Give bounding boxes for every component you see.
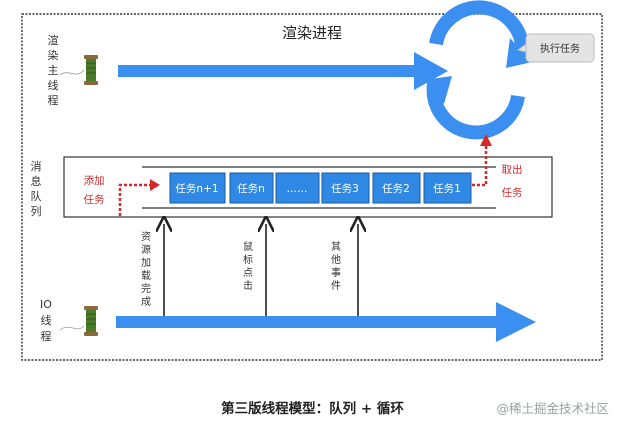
task-label: 任务n — [237, 182, 265, 195]
thread-spool-icon — [59, 306, 98, 336]
svg-text:队: 队 — [31, 189, 42, 203]
svg-text:IO: IO — [40, 298, 52, 311]
svg-text:击: 击 — [243, 280, 253, 292]
event-loop-icon — [424, 0, 532, 140]
thread-spool-icon — [59, 55, 98, 85]
svg-text:渲: 渲 — [48, 33, 59, 47]
svg-text:线: 线 — [48, 78, 59, 92]
svg-text:其: 其 — [331, 241, 341, 253]
event-label-resource-loaded: 资 源 加 载 完 成 — [141, 231, 151, 308]
watermark-text: @稀土掘金技术社区 — [496, 401, 609, 416]
task-box — [321, 172, 370, 204]
svg-text:染: 染 — [48, 48, 59, 62]
task-label: 任务2 — [382, 182, 410, 195]
figure-caption: 第三版线程模型：队列 + 循环 — [221, 401, 404, 417]
svg-text:主: 主 — [48, 64, 59, 77]
svg-text:消: 消 — [31, 159, 42, 173]
svg-text:程: 程 — [48, 94, 59, 107]
svg-text:加: 加 — [141, 257, 151, 269]
svg-text:列: 列 — [31, 204, 42, 218]
task-box — [372, 172, 421, 204]
svg-text:取出: 取出 — [502, 163, 523, 176]
svg-text:事: 事 — [331, 266, 341, 279]
svg-text:程: 程 — [41, 330, 52, 343]
event-label-mouse-click: 鼠 标 点 击 — [243, 240, 253, 292]
io-thread-label: IO 线 程 — [40, 298, 52, 343]
svg-text:件: 件 — [331, 280, 341, 292]
add-task-arrow — [118, 179, 160, 216]
execute-task-callout: 执行任务 — [516, 33, 595, 63]
add-task-label: 添加 任务 — [84, 174, 105, 206]
task-list: 任务n+1 任务n …… 任务3 任务2 任务1 — [169, 172, 472, 204]
task-box — [229, 172, 274, 204]
svg-text:添加: 添加 — [84, 174, 105, 187]
svg-text:息: 息 — [31, 174, 42, 188]
event-label-other-events: 其 他 事 件 — [331, 241, 341, 292]
message-queue-label: 消 息 队 列 — [31, 159, 42, 218]
task-label: 任务1 — [433, 182, 461, 195]
task-box — [423, 172, 472, 204]
render-process-title: 渲染进程 — [282, 24, 342, 42]
task-box — [169, 172, 226, 204]
svg-text:他: 他 — [331, 253, 341, 266]
io-thread-arrow — [116, 302, 536, 342]
svg-text:资: 资 — [141, 231, 151, 243]
svg-text:线: 线 — [41, 313, 52, 327]
message-queue-box — [63, 156, 553, 218]
execute-task-label: 执行任务 — [540, 42, 580, 55]
svg-text:完: 完 — [141, 282, 151, 295]
outer-frame — [21, 13, 603, 361]
task-box — [275, 172, 320, 204]
task-label: 任务3 — [331, 182, 359, 195]
svg-text:点: 点 — [243, 267, 253, 279]
main-thread-arrow — [118, 52, 448, 90]
svg-text:载: 载 — [141, 270, 151, 282]
task-label: …… — [287, 183, 308, 195]
take-out-label: 取出 任务 — [502, 163, 523, 199]
task-label: 任务n+1 — [175, 182, 218, 195]
render-main-thread-label: 渲 染 主 线 程 — [48, 33, 59, 107]
svg-text:成: 成 — [141, 296, 151, 308]
take-out-arrow — [472, 134, 492, 187]
svg-text:任务: 任务 — [84, 193, 105, 206]
svg-text:源: 源 — [141, 243, 151, 256]
svg-text:任务: 任务 — [502, 186, 523, 199]
svg-text:标: 标 — [243, 254, 253, 266]
svg-text:鼠: 鼠 — [243, 240, 253, 253]
